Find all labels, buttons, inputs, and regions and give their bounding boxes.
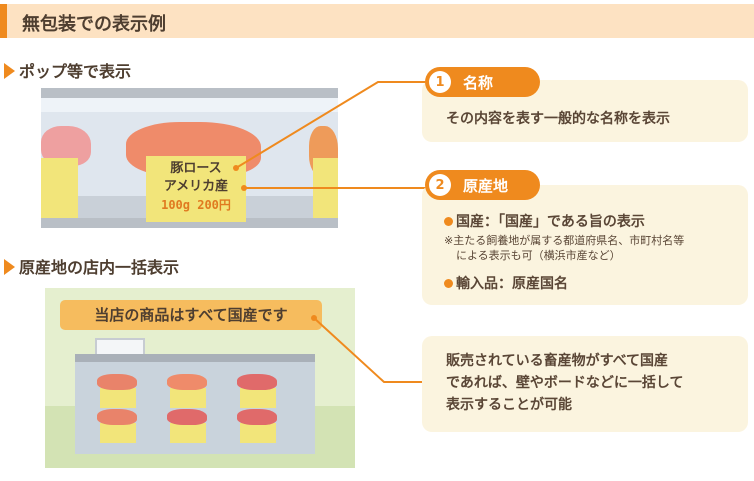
- origin-imported: 輸入品：原産国名: [456, 276, 568, 292]
- triangle-bullet-icon: [4, 63, 15, 79]
- badge-label: 原産地: [463, 176, 509, 195]
- bullet-dot-icon: [444, 217, 453, 226]
- origin-note-2: による表示も可（横浜市産など）: [456, 249, 621, 262]
- bulk-text-2: であれば、壁やボードなどに一括して: [446, 375, 684, 391]
- origin-note-1: ※主たる飼養地が属する都道府県名、市町村名等: [444, 234, 685, 247]
- page-title: 無包装での表示例: [22, 14, 166, 35]
- bulk-text-3: 表示することが可能: [446, 397, 572, 413]
- section-bulk-heading: 原産地の店内一括表示: [4, 254, 179, 278]
- bulk-display-card: 販売されている畜産物がすべて国産 であれば、壁やボードなどに一括して 表示するこ…: [422, 336, 748, 432]
- header-bar: 無包装での表示例: [0, 4, 754, 38]
- name-description: その内容を表す一般的な名称を表示: [446, 111, 670, 127]
- badge-label: 名称: [463, 73, 494, 92]
- origin-domestic: 国産：「国産」である旨の表示: [456, 214, 645, 230]
- number-circle-icon: 2: [429, 174, 451, 196]
- bullet-dot-icon: [444, 279, 453, 288]
- pop-origin: アメリカ産: [163, 179, 229, 194]
- badge-name: 1 名称: [425, 67, 540, 97]
- price-pop-card: 豚ロース アメリカ産 100g 200円: [146, 156, 246, 222]
- section-pop-heading: ポップ等で表示: [4, 58, 131, 82]
- bulk-text-1: 販売されている畜産物がすべて国産: [446, 353, 669, 369]
- pop-product-name: 豚ロース: [170, 161, 222, 176]
- badge-origin: 2 原産地: [425, 170, 540, 200]
- triangle-bullet-icon: [4, 259, 15, 275]
- pop-price: 100g 200円: [161, 198, 231, 212]
- origin-card: 国産：「国産」である旨の表示 ※主たる飼養地が属する都道府県名、市町村名等 によ…: [422, 185, 748, 305]
- header-accent-strip: [0, 4, 7, 38]
- number-circle-icon: 1: [429, 71, 451, 93]
- store-sign: 当店の商品はすべて国産です: [60, 300, 322, 330]
- section-bulk-title: 原産地の店内一括表示: [19, 258, 180, 277]
- section-pop-title: ポップ等で表示: [19, 62, 132, 81]
